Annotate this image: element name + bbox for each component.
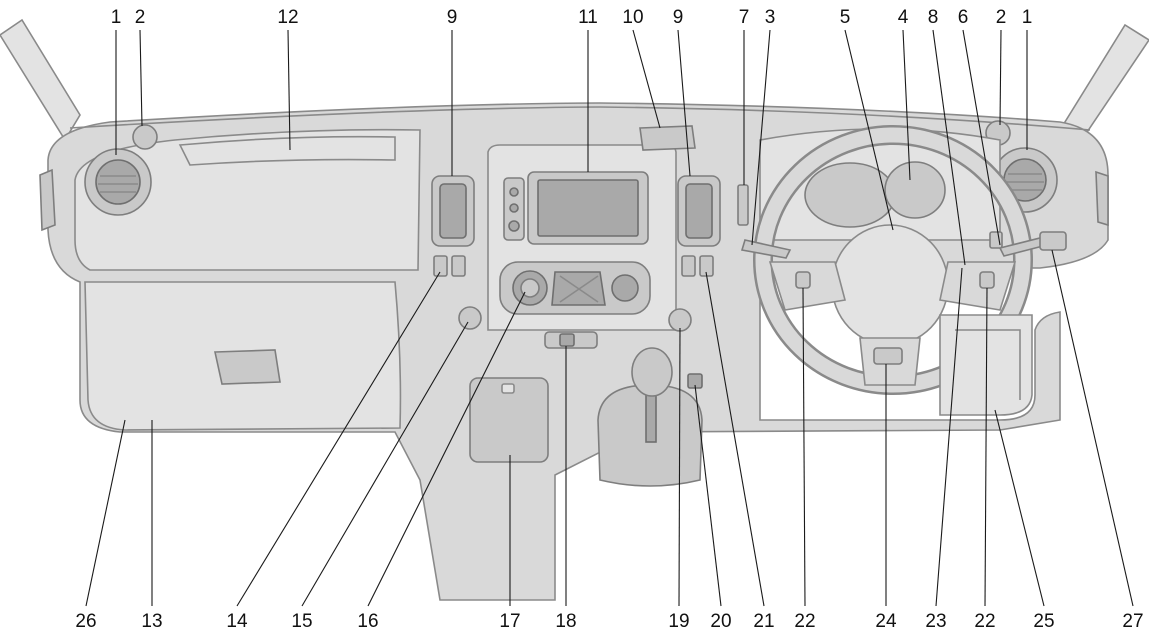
- hazard-switch: [559, 333, 575, 347]
- leader-line: [677, 29, 691, 177]
- info-button: [508, 220, 520, 232]
- callout-bottom-2: 13: [141, 611, 163, 632]
- callout-top-10: 5: [839, 7, 851, 28]
- callout-bottom-11: 22: [794, 611, 816, 632]
- leader-line: [301, 321, 469, 607]
- centre-vent-right-grille: [685, 183, 713, 239]
- wheel-button-bottom: [873, 347, 903, 365]
- leader-line: [802, 287, 806, 607]
- switch-right-1: [681, 255, 696, 277]
- right-side-demister: [1095, 170, 1109, 227]
- callout-top-3: 12: [277, 7, 299, 28]
- glovebox-handle: [214, 349, 281, 385]
- infotainment-screen: [537, 179, 639, 237]
- callout-top-4: 9: [446, 7, 458, 28]
- callout-top-1: 1: [110, 7, 122, 28]
- card-slot: [737, 184, 749, 226]
- leader-line: [994, 409, 1045, 607]
- callout-bottom-16: 27: [1122, 611, 1144, 632]
- callout-top-5: 11: [578, 7, 598, 28]
- leader-line: [236, 271, 441, 607]
- gear-knob: [631, 347, 673, 397]
- callout-bottom-10: 21: [753, 611, 775, 632]
- callout-top-11: 4: [897, 7, 909, 28]
- leader-line: [984, 287, 988, 607]
- callout-bottom-6: 17: [499, 611, 521, 632]
- leader-line: [962, 29, 1001, 246]
- centre-vent-left-grille: [439, 183, 467, 239]
- left-stalk: [740, 239, 792, 259]
- callout-top-13: 6: [957, 7, 969, 28]
- upper-glovebox-recess: [178, 135, 396, 166]
- storage-latch: [501, 383, 515, 394]
- callout-top-15: 1: [1021, 7, 1033, 28]
- dash-top-edge: [69, 106, 1091, 131]
- callout-top-8: 7: [738, 7, 750, 28]
- leader-line: [1051, 249, 1134, 607]
- left-a-pillar: [0, 18, 81, 142]
- leader-line: [902, 29, 911, 181]
- left-vent-adjuster: [132, 124, 158, 150]
- climate-knob-left-center: [520, 278, 540, 298]
- info-button: [509, 203, 519, 213]
- switch-left-1: [433, 255, 448, 277]
- leader-line: [751, 29, 771, 246]
- left-outer-vent-grille: [95, 159, 141, 205]
- callout-bottom-8: 19: [668, 611, 690, 632]
- callout-top-12: 8: [927, 7, 939, 28]
- callout-top-6: 10: [622, 7, 644, 28]
- callout-bottom-14: 22: [974, 611, 996, 632]
- leader-line: [844, 29, 894, 231]
- top-display-unit: [639, 125, 696, 151]
- callout-bottom-5: 16: [357, 611, 379, 632]
- leader-line: [139, 29, 143, 127]
- callout-bottom-9: 20: [710, 611, 732, 632]
- callout-bottom-4: 15: [291, 611, 313, 632]
- switch-right-side-2: [1039, 231, 1067, 251]
- leader-line: [705, 271, 765, 607]
- leader-line: [85, 419, 126, 607]
- leader-line: [287, 29, 291, 151]
- climate-knob-right: [611, 274, 639, 302]
- callout-top-2: 2: [134, 7, 146, 28]
- leader-line: [632, 29, 661, 129]
- callout-bottom-1: 26: [75, 611, 97, 632]
- leader-line: [935, 267, 963, 607]
- callout-top-7: 9: [672, 7, 684, 28]
- callout-top-9: 3: [764, 7, 776, 28]
- lower-panel-line: [955, 329, 1021, 400]
- callout-bottom-13: 23: [925, 611, 947, 632]
- knob-left-lower: [458, 306, 482, 330]
- callout-top-14: 2: [995, 7, 1007, 28]
- leader-line: [999, 29, 1002, 126]
- left-side-demister: [39, 168, 56, 232]
- switch-left-2: [451, 255, 466, 277]
- instrument-gauge-right: [884, 161, 946, 219]
- callout-bottom-12: 24: [875, 611, 897, 632]
- leader-line: [678, 327, 681, 607]
- leader-line: [932, 29, 966, 266]
- leader-line: [694, 384, 722, 607]
- callout-bottom-15: 25: [1033, 611, 1055, 632]
- steering-spoke-right: [939, 261, 1017, 311]
- climate-button-divider: [559, 275, 599, 303]
- callout-bottom-3: 14: [226, 611, 248, 632]
- storage-compartment: [469, 377, 549, 463]
- leader-line: [367, 291, 526, 607]
- callout-bottom-7: 18: [555, 611, 577, 632]
- info-button: [509, 187, 519, 197]
